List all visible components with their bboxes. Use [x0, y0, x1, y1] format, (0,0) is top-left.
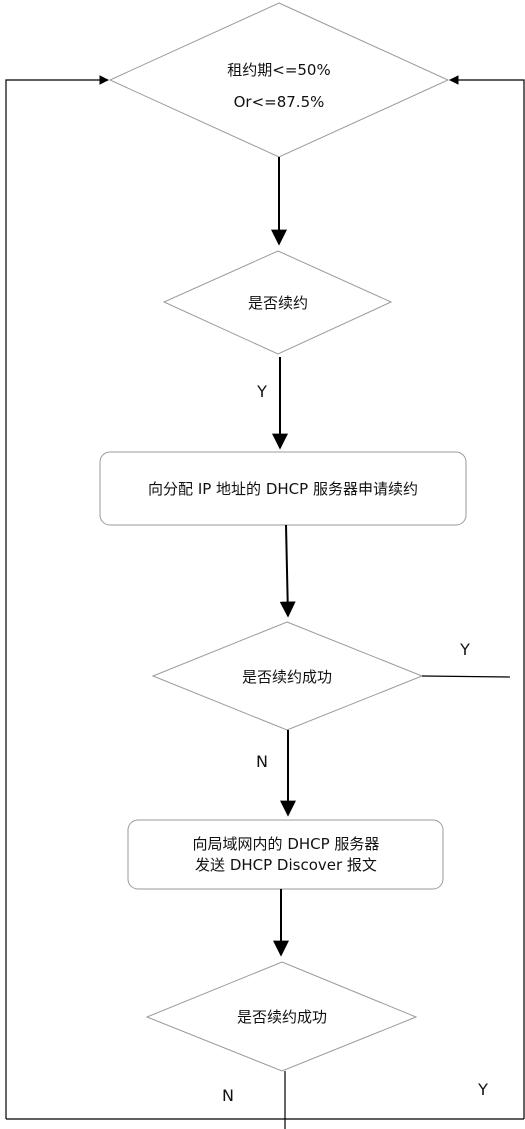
- request-renewal-process: 向分配 IP 地址的 DHCP 服务器申请续约: [99, 451, 467, 526]
- request-renewal-text: 向分配 IP 地址的 DHCP 服务器申请续约: [148, 480, 418, 498]
- renew-success-1-text: 是否续约成功: [242, 668, 332, 686]
- send-discover-line2: 发送 DHCP Discover 报文: [195, 856, 377, 874]
- send-discover-box: [127, 819, 444, 890]
- send-discover-line1: 向局域网内的 DHCP 服务器: [193, 835, 380, 853]
- lease-check-diamond: [108, 2, 450, 158]
- renew-success-decision-2: 是否续约成功: [145, 961, 418, 1072]
- renew-success-decision-1: 是否续约成功: [151, 621, 424, 731]
- lease-check-decision: 租约期<=50% Or<=87.5%: [108, 2, 450, 158]
- lease-check-line2: Or<=87.5%: [234, 93, 325, 111]
- renew-success-2-diamond: [145, 961, 418, 1072]
- renew-success-2-text: 是否续约成功: [237, 1008, 327, 1026]
- send-discover-process: 向局域网内的 DHCP 服务器 发送 DHCP Discover 报文: [127, 819, 444, 890]
- renew-decision-text: 是否续约: [248, 294, 308, 312]
- label-success1-yes: Y: [459, 640, 470, 659]
- edge-success1-yes: [421, 675, 511, 678]
- renew-decision-diamond: [162, 250, 393, 355]
- edge-request-to-success1: [279, 524, 296, 618]
- edge-right-loop: [449, 75, 525, 1119]
- edge-left-loop: [5, 75, 109, 1119]
- label-success1-no: N: [256, 752, 268, 771]
- label-success2-yes: Y: [477, 1080, 488, 1099]
- label-success2-no: N: [222, 1086, 234, 1105]
- request-renewal-box: [99, 451, 467, 526]
- renew-decision: 是否续约: [162, 250, 393, 355]
- lease-check-line1: 租约期<=50%: [227, 61, 330, 79]
- label-renew-yes: Y: [256, 382, 267, 401]
